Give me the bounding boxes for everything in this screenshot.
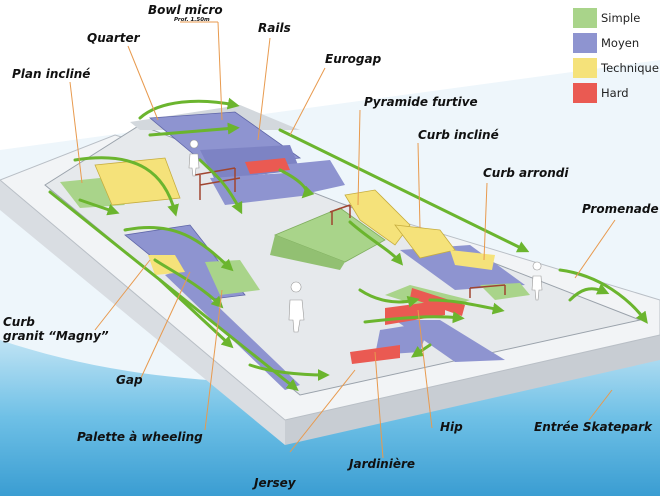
label-gap: Gap <box>116 373 143 387</box>
label-pyramide-furtive: Pyramide furtive <box>364 95 478 109</box>
label-bowl-micro: Bowl micro <box>148 3 223 17</box>
legend-item-technique: Technique <box>573 55 659 80</box>
label-hip: Hip <box>440 420 463 434</box>
legend-label-hard: Hard <box>601 85 629 100</box>
label-eurogap: Eurogap <box>325 52 382 66</box>
label-quarter: Quarter <box>87 31 140 45</box>
legend-item-moyen: Moyen <box>573 30 659 55</box>
leader-lines <box>69 21 616 459</box>
label-jardiniere: Jardinière <box>349 457 416 471</box>
legend-swatch-simple <box>573 7 597 28</box>
label-curb-granit-line2: granit “Magny” <box>3 329 109 343</box>
label-rails: Rails <box>258 21 291 35</box>
label-curb-arrondi: Curb arrondi <box>483 166 569 180</box>
difficulty-legend: Simple Moyen Technique Hard <box>573 5 659 105</box>
legend-item-hard: Hard <box>573 80 659 105</box>
label-entree-skatepark: Entrée Skatepark <box>534 420 653 434</box>
label-jersey: Jersey <box>254 476 296 490</box>
label-curb-incline: Curb incliné <box>418 128 499 142</box>
legend-label-moyen: Moyen <box>601 35 640 50</box>
legend-item-simple: Simple <box>573 5 659 30</box>
label-palette-wheeling: Palette à wheeling <box>77 430 203 444</box>
legend-swatch-hard <box>573 82 597 103</box>
legend-label-technique: Technique <box>601 60 659 75</box>
legend-label-simple: Simple <box>601 10 641 25</box>
rails <box>194 167 506 298</box>
legend-swatch-technique <box>573 57 597 78</box>
label-plan-incline: Plan incliné <box>12 67 91 81</box>
legend-swatch-moyen <box>573 32 597 53</box>
person-figures <box>188 139 543 333</box>
label-promenade: Promenade <box>582 202 659 216</box>
label-curb-granit-line1: Curb <box>3 315 35 329</box>
label-bowl-depth: Prof. 1.50m <box>174 17 210 23</box>
flow-arrows <box>48 97 648 391</box>
technique-modules <box>94 157 495 275</box>
